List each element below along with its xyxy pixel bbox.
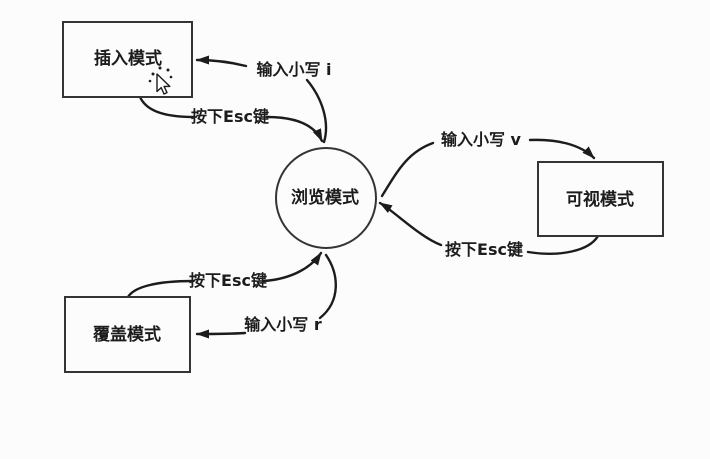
node-insert-mode: 插入模式 [62,21,193,98]
mouse-cursor-icon [148,66,173,95]
node-replace-mode: 覆盖模式 [64,296,191,373]
edge-visual-to-normal-segment-end [378,201,443,247]
edge-label-type-r: 输入小写 r [244,315,322,334]
edge-replace-to-normal-segment-start [126,279,195,299]
edge-normal-to-visual-segment-start [380,141,435,198]
node-replace-mode-box [64,296,191,373]
edge-insert-to-normal: 按下Esc键 [138,95,324,143]
cursor-busy-dots [148,66,173,83]
node-insert-mode-label: 插入模式 [94,48,162,69]
edge-normal-to-replace: 输入小写 r [195,253,337,339]
edge-replace-to-normal-segment-end [262,251,323,283]
node-normal-mode-label: 浏览模式 [291,187,359,208]
edge-insert-to-normal-segment-end [265,115,324,143]
node-normal-mode-circle [275,147,377,249]
node-replace-mode-label: 覆盖模式 [93,324,161,345]
node-visual-mode-box [537,161,664,237]
edge-normal-to-insert-segment-end [195,55,248,68]
edge-label-type-i: 输入小写 i [256,60,331,79]
edge-normal-to-replace-segment-start [318,253,337,320]
edge-label-type-v: 输入小写 v [441,130,522,149]
edge-normal-to-insert-segment-start [305,78,328,144]
edge-normal-to-visual-segment-end [528,138,596,160]
node-normal-mode: 浏览模式 [275,147,377,249]
edge-visual-to-normal-segment-start [526,234,600,255]
edge-replace-to-normal: 按下Esc键 [126,251,323,299]
edge-visual-to-normal: 按下Esc键 [378,201,600,259]
edge-insert-to-normal-segment-start [138,95,196,119]
edge-label-press-esc-from-replace: 按下Esc键 [189,271,267,290]
edge-label-press-esc-from-insert: 按下Esc键 [191,107,269,126]
edge-normal-to-replace-segment-end [195,329,247,339]
node-visual-mode: 可视模式 [537,161,664,237]
edge-normal-to-visual: 输入小写 v [380,130,596,198]
node-visual-mode-label: 可视模式 [566,189,634,210]
node-insert-mode-box [62,21,193,98]
cursor-pointer-shape [156,73,171,95]
edge-label-press-esc-from-visual: 按下Esc键 [445,240,523,259]
edge-normal-to-insert: 输入小写 i [195,55,332,144]
